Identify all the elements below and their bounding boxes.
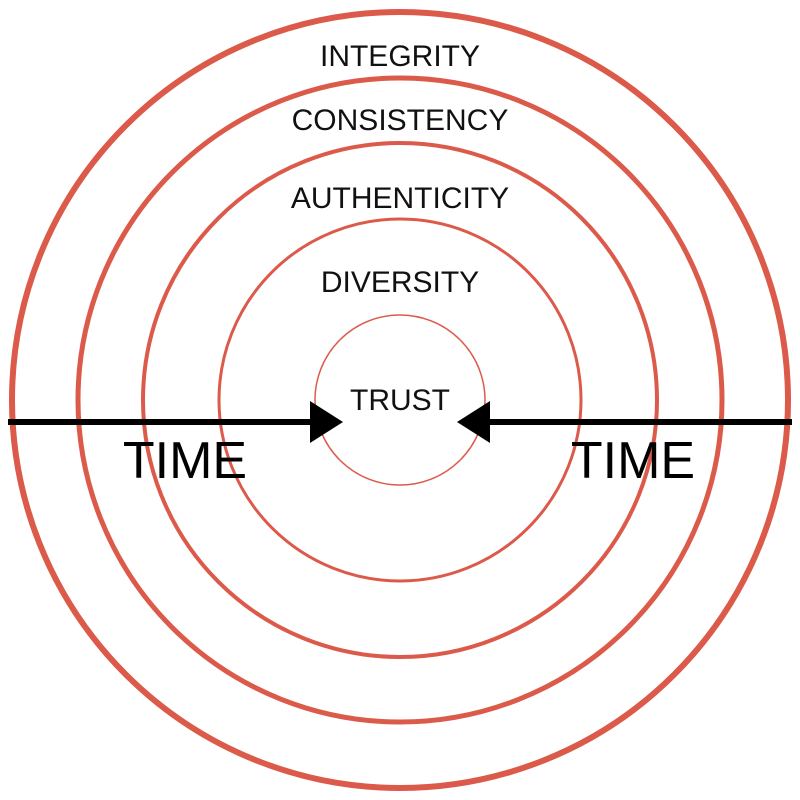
ring-integrity xyxy=(9,9,791,791)
right-time-arrow-head xyxy=(457,401,490,443)
ring-authenticity xyxy=(141,141,659,659)
ring-label-diversity: DIVERSITY xyxy=(321,266,479,299)
ring-consistency xyxy=(75,75,725,725)
ring-label-consistency: CONSISTENCY xyxy=(292,104,509,137)
ring-label-integrity: INTEGRITY xyxy=(320,40,480,73)
left-time-arrow-head xyxy=(310,401,343,443)
ring-trust-core xyxy=(314,314,486,486)
right-time-label: TIME xyxy=(571,432,695,490)
left-time-label: TIME xyxy=(123,432,247,490)
ring-label-authenticity: AUTHENTICITY xyxy=(291,182,509,215)
ring-diversity xyxy=(217,217,583,583)
center-label-trust: TRUST xyxy=(350,384,450,417)
